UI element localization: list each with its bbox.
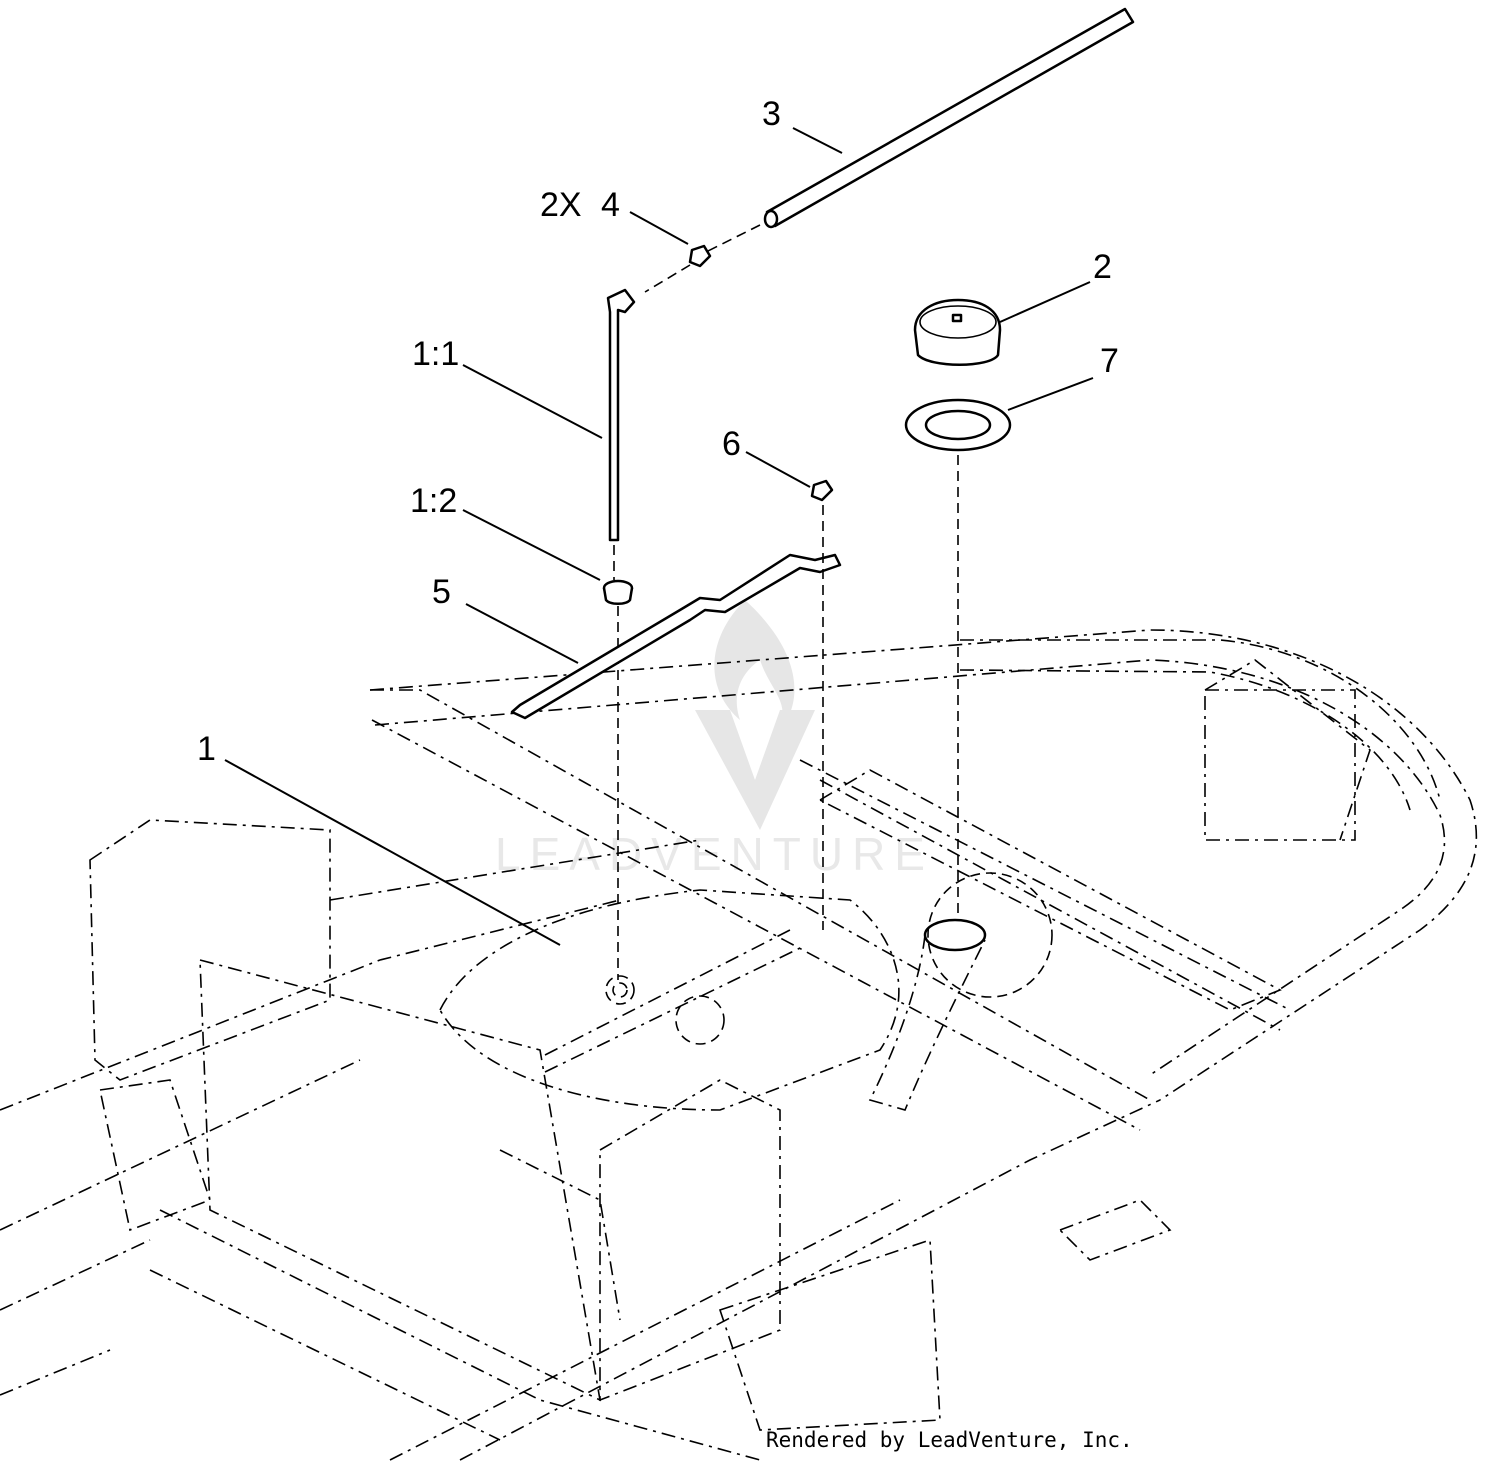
watermark: LEADVENTURE [495, 600, 934, 880]
v-logo-icon [695, 710, 815, 830]
part-1-2-grommet [602, 579, 634, 980]
callout-6: 6 [722, 425, 741, 463]
part-3-tube [644, 7, 1135, 293]
part-7-gasket [904, 398, 1012, 920]
part-1-1-tube [606, 288, 636, 580]
callout-4: 4 [601, 186, 620, 224]
render-credit: Rendered by LeadVenture, Inc. [766, 1428, 1133, 1452]
callout-3: 3 [762, 95, 781, 133]
callout-7: 7 [1100, 342, 1119, 380]
watermark-text: LEADVENTURE [495, 828, 934, 880]
leader-lines [224, 127, 1094, 946]
part-5-bracket [510, 553, 842, 720]
callout-5: 5 [432, 573, 451, 611]
callouts: 3 2X 4 2 7 1:1 6 1:2 5 1 [197, 95, 1119, 768]
flame-logo-icon [714, 600, 795, 730]
part-4-clamp [688, 244, 712, 268]
callout-1: 1 [197, 730, 216, 768]
callout-2x: 2X [540, 186, 582, 224]
frame [0, 629, 1478, 1461]
callout-1-1: 1:1 [412, 335, 459, 373]
callout-2: 2 [1093, 248, 1112, 286]
part-2-cap [913, 298, 1002, 366]
part-6-screw [810, 479, 834, 930]
callout-1-2: 1:2 [410, 482, 457, 520]
